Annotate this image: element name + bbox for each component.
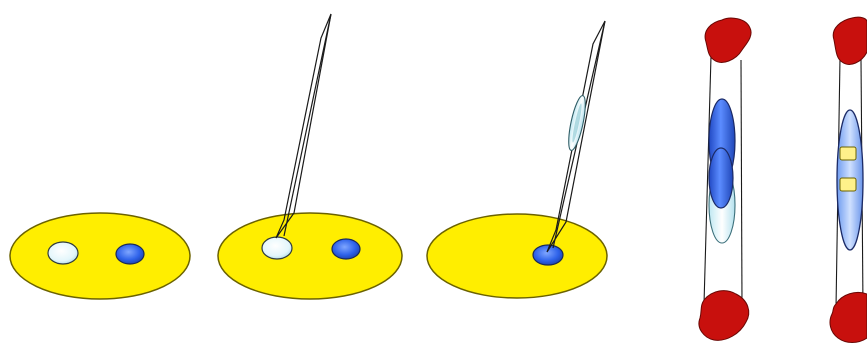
micropipette-2 — [276, 14, 331, 238]
blue-bead-2 — [332, 239, 360, 259]
dish-2 — [218, 213, 402, 299]
panel-4 — [699, 18, 751, 340]
panel-2 — [218, 14, 402, 299]
blue-middle-bead-4 — [709, 148, 733, 208]
cyan-bead-2 — [262, 237, 292, 259]
red-blob-top-5 — [833, 17, 867, 64]
yellow-marker-bottom-5 — [840, 178, 856, 191]
dish-1 — [10, 213, 190, 299]
panel-3 — [427, 21, 607, 298]
cyan-bead-1 — [48, 242, 78, 264]
red-blob-bottom-5 — [830, 292, 867, 342]
blue-bead-1 — [116, 244, 144, 264]
panel-1 — [10, 213, 190, 299]
yellow-marker-top-5 — [840, 147, 856, 160]
red-blob-top-4 — [705, 18, 751, 62]
dish-3 — [427, 214, 607, 298]
red-blob-bottom-4 — [699, 291, 749, 341]
panel-5 — [830, 17, 867, 342]
